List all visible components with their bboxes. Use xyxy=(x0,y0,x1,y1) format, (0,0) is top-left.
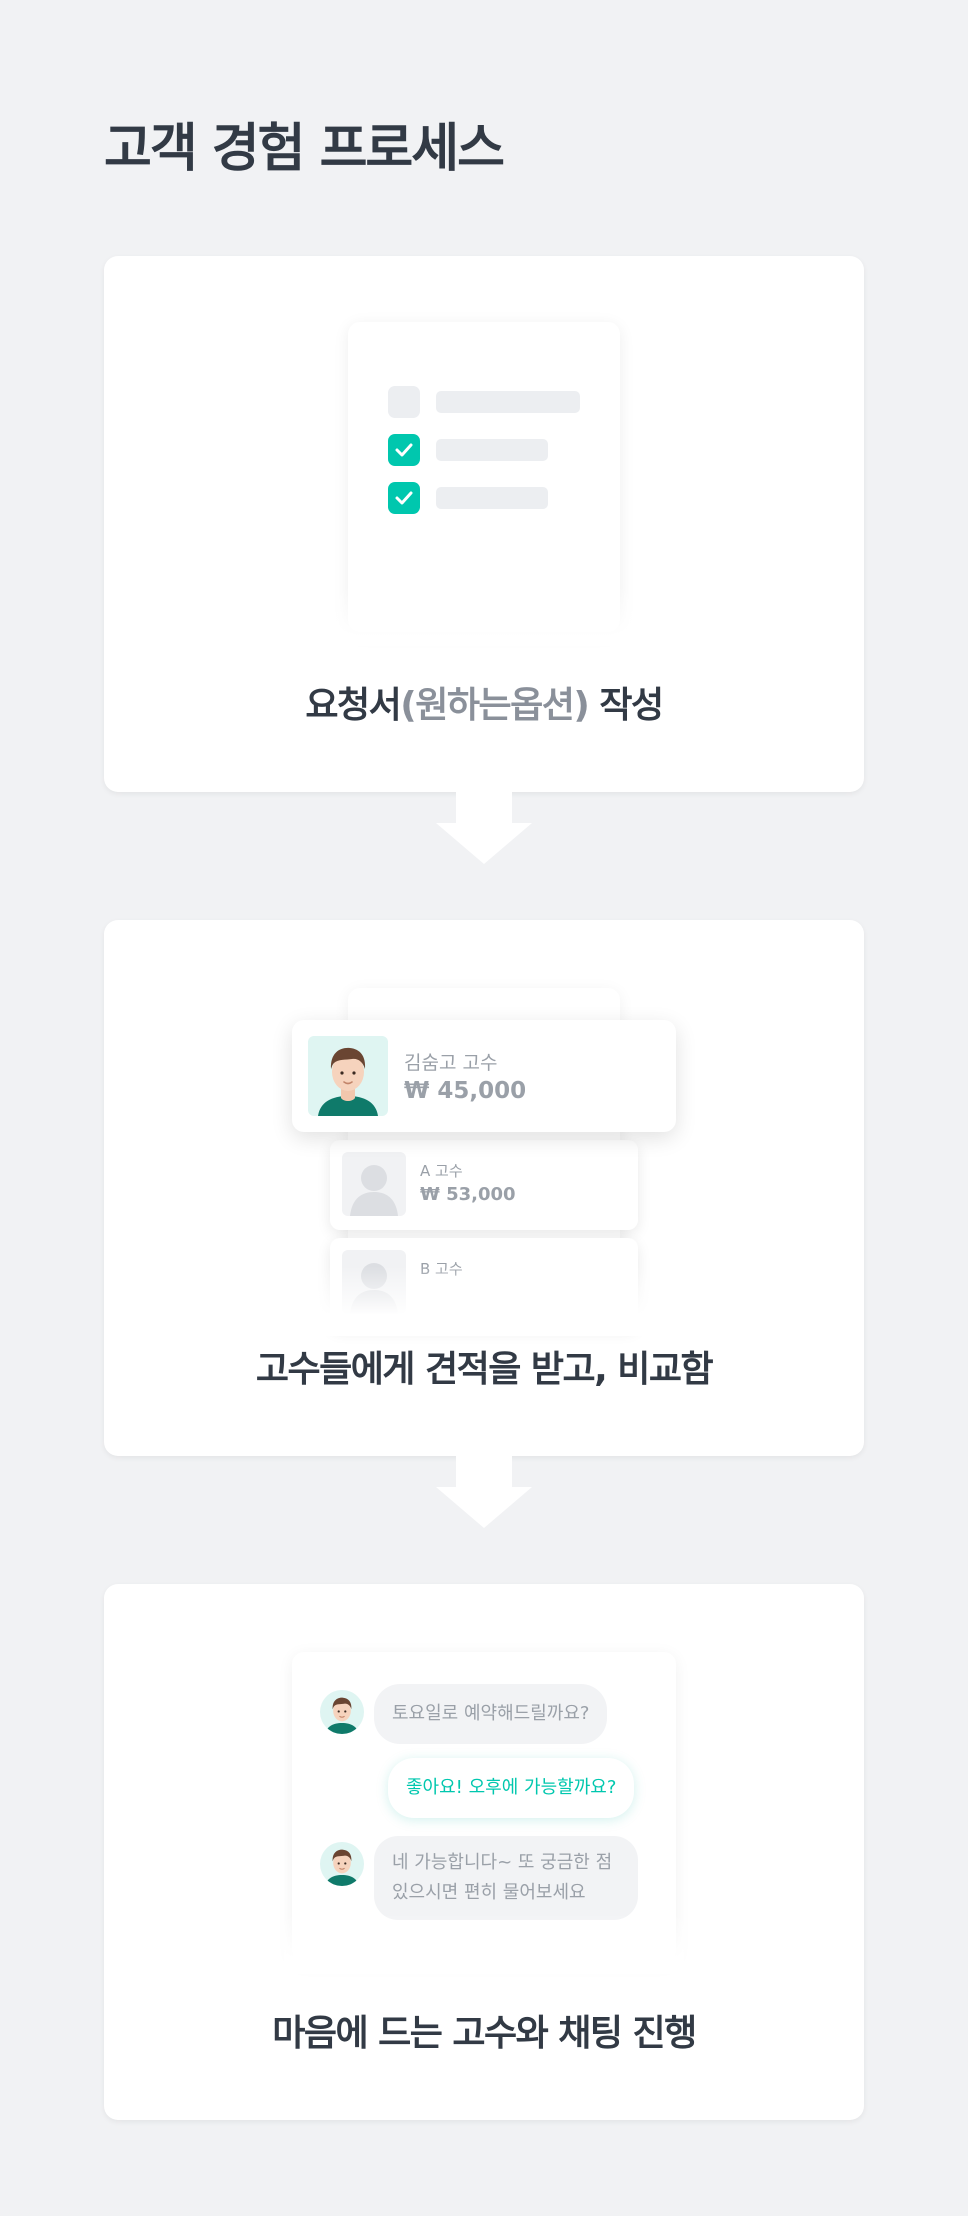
step-card-quotes: A 고수 ₩ 53,000 B 고수 김숨고 고수 ₩ 45,000 고수들에게… xyxy=(104,920,864,1456)
step-card-request: 요청서(원하는옵션) 작성 xyxy=(104,256,864,792)
avatar-icon xyxy=(320,1690,364,1734)
chat-message-sent: 좋아요! 오후에 가능할까요? xyxy=(388,1758,635,1818)
pro-name: A 고수 xyxy=(420,1162,463,1180)
chat-message-line: 있으시면 편히 물어보세요 xyxy=(392,1882,586,1903)
chat-message-line: 네 가능합니다~ 또 궁금한 점 xyxy=(392,1852,613,1873)
option-text-placeholder xyxy=(436,439,548,461)
quote-card-featured: 김숨고 고수 ₩ 45,000 xyxy=(292,1020,676,1132)
step-card-chat: 토요일로 예약해드릴까요? 좋아요! 오후에 가능할까요? 네 가능합니다~ 또… xyxy=(104,1584,864,2120)
chat-message-received: 네 가능합니다~ 또 궁금한 점 있으시면 편히 물어보세요 xyxy=(374,1836,638,1920)
quote-card: A 고수 ₩ 53,000 xyxy=(330,1140,638,1230)
step-title: 고수들에게 견적을 받고, 비교함 xyxy=(255,1349,714,1390)
option-text-placeholder xyxy=(436,487,548,509)
chat-message-received: 토요일로 예약해드릴까요? xyxy=(374,1684,608,1744)
fade-overlay xyxy=(284,1914,684,1974)
placeholder-avatar-icon xyxy=(342,1152,406,1216)
form-option-row xyxy=(388,482,608,514)
fade-overlay xyxy=(334,586,634,646)
form-option-row xyxy=(388,434,608,466)
step-title-tail: 작성 xyxy=(588,685,664,726)
checkbox-empty-icon xyxy=(388,386,420,418)
option-text-placeholder xyxy=(436,391,580,413)
step-title-option: (원하는옵션) xyxy=(400,685,590,726)
fade-overlay xyxy=(284,1266,684,1336)
step-title: 마음에 드는 고수와 채팅 진행 xyxy=(272,2013,697,2054)
step-title: 요청서(원하는옵션) 작성 xyxy=(104,676,864,728)
quote-price: ₩ 45,000 xyxy=(404,1078,527,1104)
step-title-main: 요청서 xyxy=(305,685,401,726)
down-arrow-icon xyxy=(436,1454,532,1528)
quote-price: ₩ 53,000 xyxy=(420,1184,516,1205)
checkbox-checked-icon xyxy=(388,482,420,514)
request-form-illustration xyxy=(348,322,620,632)
form-option-row xyxy=(388,386,608,418)
checkbox-checked-icon xyxy=(388,434,420,466)
down-arrow-icon xyxy=(436,790,532,864)
pro-name: 김숨고 고수 xyxy=(404,1052,498,1074)
avatar-icon xyxy=(320,1842,364,1886)
avatar-icon xyxy=(308,1036,388,1116)
page-title: 고객 경험 프로세스 xyxy=(104,119,505,179)
chat-illustration: 토요일로 예약해드릴까요? 좋아요! 오후에 가능할까요? 네 가능합니다~ 또… xyxy=(292,1652,676,1962)
